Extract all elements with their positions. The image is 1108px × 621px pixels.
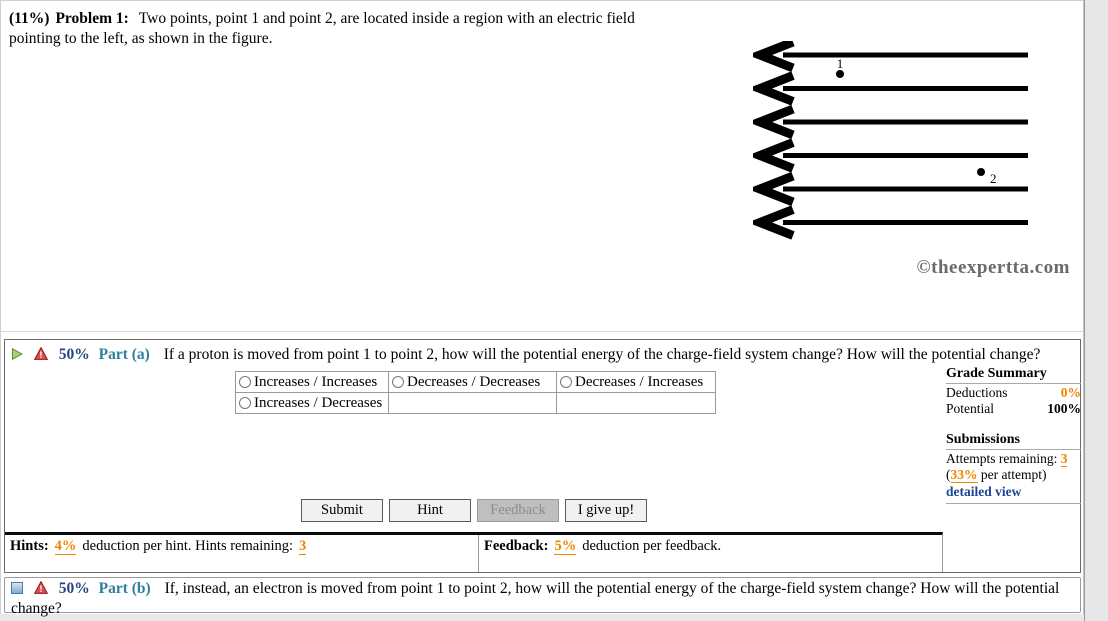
option-label: Decreases / Increases: [575, 373, 704, 390]
copyright-watermark: ©theexpertta.com: [916, 257, 1070, 278]
svg-text:!: !: [39, 584, 42, 594]
per-attempt-open: (: [946, 467, 951, 482]
deductions-row: Deductions 0%: [946, 385, 1081, 401]
field-lines: [753, 41, 1028, 240]
option-radio-increases-decreases[interactable]: [239, 396, 251, 409]
hint-deduction-value: 4%: [54, 538, 77, 555]
collapse-play-icon[interactable]: [11, 346, 23, 366]
problem-statement: (11%) Problem 1:Two points, point 1 and p…: [9, 9, 681, 49]
point-2-label: 2: [990, 171, 997, 186]
answer-options-table: Increases / Increases Decreases / Decrea…: [235, 371, 716, 414]
submit-button[interactable]: Submit: [301, 499, 383, 522]
attempts-value: 3: [1060, 451, 1068, 467]
option-cell[interactable]: Decreases / Increases: [556, 371, 716, 393]
part-a-section: ! 50% Part (a) If a proton is moved from…: [4, 339, 1081, 573]
point-1-dot: [836, 70, 844, 78]
attempts-remaining-line: Attempts remaining: 3: [946, 451, 1081, 467]
deductions-label: Deductions: [946, 385, 1008, 400]
expand-box-icon[interactable]: [11, 580, 23, 599]
empty-cell: [388, 392, 557, 414]
deductions-value: 0%: [1060, 385, 1081, 400]
potential-label: Potential: [946, 401, 994, 416]
option-radio-decreases-increases[interactable]: [560, 375, 572, 388]
problem-text: Two points, point 1 and point 2, are loc…: [9, 10, 635, 47]
option-label: Increases / Increases: [254, 373, 378, 390]
grade-summary-panel: Grade Summary Deductions 0% Potential 10…: [946, 366, 1081, 504]
per-attempt-value: 33%: [950, 467, 978, 483]
problem-page: (11%) Problem 1:Two points, point 1 and p…: [0, 0, 1084, 617]
feedback-deduction-value: 5%: [554, 538, 577, 555]
grade-summary-title: Grade Summary: [946, 366, 1081, 384]
electric-field-figure: 1 2: [753, 41, 1028, 240]
per-attempt-close: per attempt): [977, 467, 1047, 482]
window-edge-strip: [1084, 0, 1108, 621]
part-b-question: If, instead, an electron is moved from p…: [11, 580, 1060, 617]
point-2-dot: [977, 168, 985, 176]
part-b-percent: 50%: [58, 580, 90, 597]
problem-number: Problem 1:: [55, 10, 129, 27]
part-a-question: If a proton is moved from point 1 to poi…: [163, 346, 1041, 363]
hint-button[interactable]: Hint: [389, 499, 471, 522]
point-1-label: 1: [837, 56, 844, 71]
part-b-section: ! 50% Part (b) If, instead, an electron …: [4, 577, 1081, 617]
action-buttons: Submit Hint Feedback I give up!: [301, 499, 647, 522]
part-b-label: Part (b): [98, 580, 151, 597]
detailed-view-link[interactable]: detailed view: [946, 484, 1022, 499]
part-a-label: Part (a): [98, 346, 150, 363]
problem-percent: (11%): [9, 10, 50, 27]
feedback-label: Feedback:: [484, 538, 549, 554]
feedback-info: Feedback: 5% deduction per feedback.: [479, 535, 942, 572]
option-cell[interactable]: Increases / Increases: [235, 371, 389, 393]
option-cell[interactable]: Decreases / Decreases: [388, 371, 557, 393]
option-label: Decreases / Decreases: [407, 373, 541, 390]
per-attempt-line: (33% per attempt): [946, 467, 1081, 483]
potential-value: 100%: [1047, 401, 1081, 416]
potential-row: Potential 100%: [946, 401, 1081, 417]
option-radio-increases-increases[interactable]: [239, 375, 251, 388]
warning-icon: !: [33, 580, 49, 599]
svg-text:!: !: [39, 350, 42, 360]
option-cell[interactable]: Increases / Decreases: [235, 392, 389, 414]
part-a-percent: 50%: [58, 346, 90, 363]
hints-feedback-bar: Hints: 4% deduction per hint. Hints remain…: [5, 532, 943, 572]
hints-label: Hints:: [10, 538, 49, 554]
option-radio-decreases-decreases[interactable]: [392, 375, 404, 388]
problem-statement-section: (11%) Problem 1:Two points, point 1 and p…: [1, 1, 1084, 332]
hints-info: Hints: 4% deduction per hint. Hints remain…: [5, 535, 479, 572]
part-a-header: ! 50% Part (a) If a proton is moved from…: [11, 345, 1071, 366]
submissions-title: Submissions: [946, 432, 1081, 450]
give-up-button[interactable]: I give up!: [565, 499, 647, 522]
empty-cell: [556, 392, 716, 414]
option-label: Increases / Decreases: [254, 394, 383, 411]
hints-text: deduction per hint. Hints remaining:: [82, 538, 294, 554]
hints-remaining-value: 3: [299, 538, 307, 555]
feedback-text: deduction per feedback.: [582, 538, 722, 554]
feedback-button[interactable]: Feedback: [477, 499, 559, 522]
attempts-label: Attempts remaining:: [946, 451, 1058, 466]
warning-icon: !: [33, 346, 49, 366]
